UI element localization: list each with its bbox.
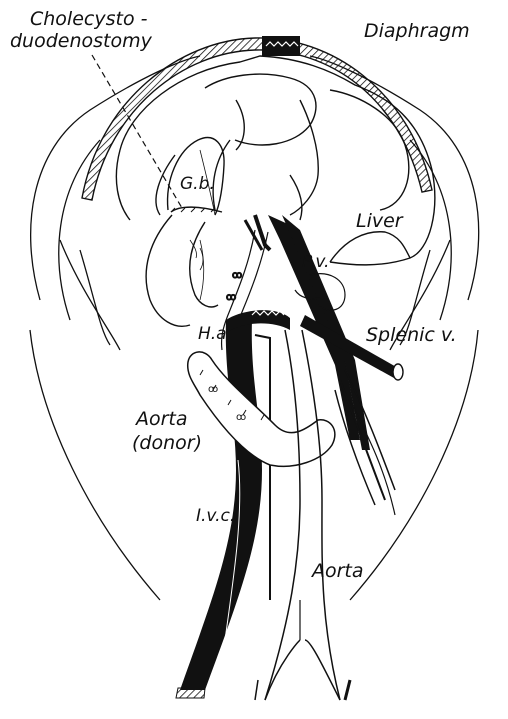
label-portal-vein: P.v. — [302, 254, 329, 271]
svg-text:ꝏ: ꝏ — [236, 412, 246, 423]
label-liver: Liver — [356, 212, 403, 231]
label-diaphragm: Diaphragm — [364, 22, 470, 41]
label-hepatic-artery: H.a. — [198, 326, 232, 343]
label-aorta-donor-line2: (donor) — [132, 434, 202, 453]
svg-text:ꝏ: ꝏ — [226, 292, 236, 303]
duodenum — [146, 215, 218, 326]
label-cholecysto-line2: duodenostomy — [10, 32, 152, 51]
svg-text:ꝏ: ꝏ — [208, 384, 218, 395]
diaphragm-band — [82, 36, 432, 200]
donor-aorta-graft: ꝏ ꝏ — [188, 352, 335, 466]
svg-text:ꝏ: ꝏ — [232, 270, 242, 281]
label-gallbladder: G.b. — [180, 176, 215, 193]
label-ivc: I.v.c. — [196, 508, 235, 525]
liver-outline — [116, 56, 434, 265]
label-cholecysto-line1: Cholecysto - — [30, 10, 147, 29]
label-aorta: Aorta — [312, 562, 364, 581]
label-splenic-vein: Splenic v. — [366, 326, 457, 345]
label-aorta-donor-line1: Aorta — [136, 410, 188, 429]
